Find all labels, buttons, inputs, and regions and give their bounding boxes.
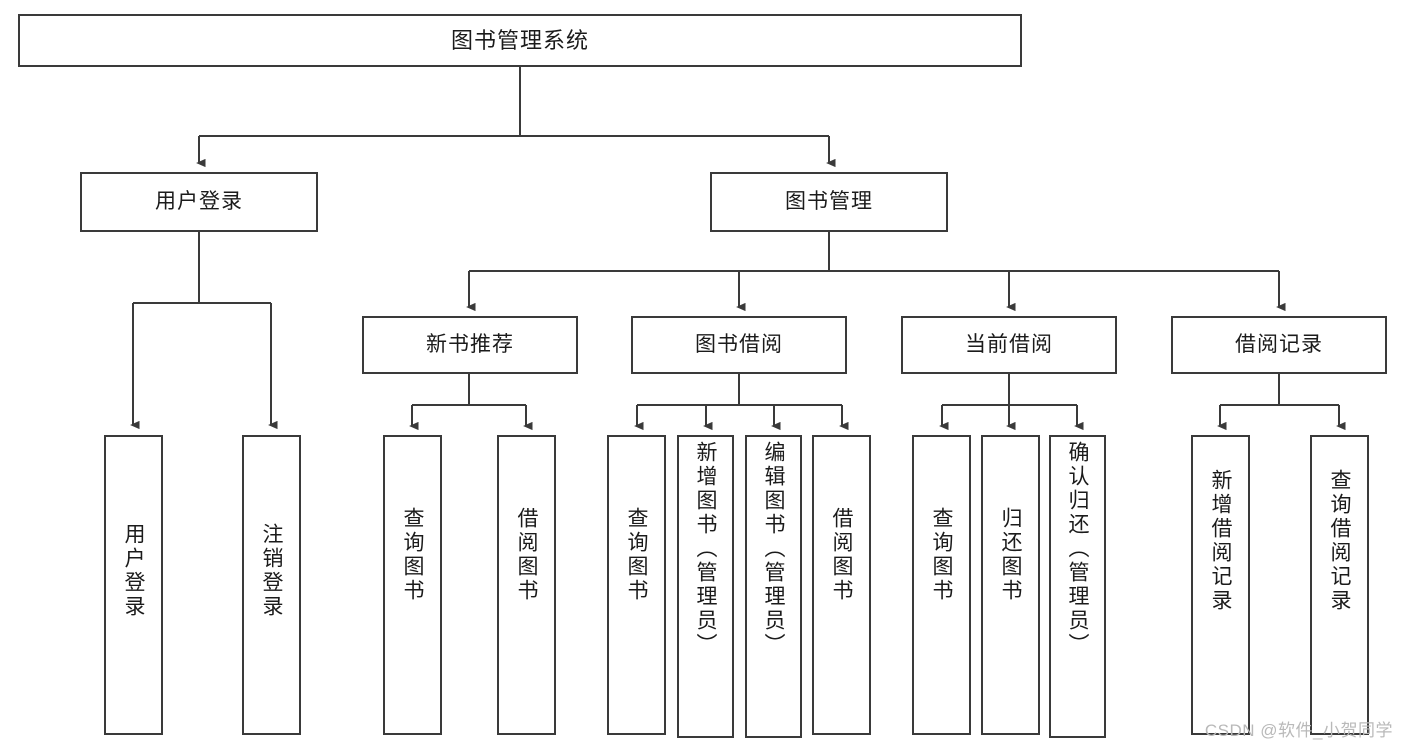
- node-label: 查询借阅记录: [1328, 469, 1351, 613]
- node-label: 查询图书: [930, 507, 953, 603]
- node-book-management[interactable]: 图书管理: [710, 172, 948, 232]
- leaf-user-login-login[interactable]: 用户登录: [104, 435, 163, 735]
- node-borrowing-records[interactable]: 借阅记录: [1171, 316, 1387, 374]
- node-root-book-management-system[interactable]: 图书管理系统: [18, 14, 1022, 67]
- leaf-book-borrow-query-books[interactable]: 查询图书: [607, 435, 666, 735]
- node-label: 新增借阅记录: [1209, 469, 1232, 613]
- node-book-borrowing[interactable]: 图书借阅: [631, 316, 847, 374]
- leaf-current-borrow-return-books[interactable]: 归还图书: [981, 435, 1040, 735]
- node-label: 查询图书: [625, 507, 648, 603]
- leaf-current-borrow-confirm-return-admin[interactable]: 确认归还（管理员）: [1049, 435, 1106, 738]
- leaf-book-borrow-add-book-admin[interactable]: 新增图书（管理员）: [677, 435, 734, 738]
- node-label: 归还图书: [999, 507, 1022, 603]
- leaf-borrow-records-query-record[interactable]: 查询借阅记录: [1310, 435, 1369, 735]
- leaf-book-borrow-edit-book-admin[interactable]: 编辑图书（管理员）: [745, 435, 802, 738]
- node-label: 当前借阅: [965, 332, 1053, 356]
- node-label: 图书借阅: [695, 332, 783, 356]
- csdn-watermark: CSDN @软件_小贺同学: [1204, 721, 1393, 740]
- leaf-new-book-query-books[interactable]: 查询图书: [383, 435, 442, 735]
- node-label: 查询图书: [401, 507, 424, 603]
- leaf-borrow-records-add-record[interactable]: 新增借阅记录: [1191, 435, 1250, 735]
- node-label: 借阅图书: [515, 507, 538, 603]
- node-label: 图书管理: [785, 189, 873, 213]
- node-current-borrowing[interactable]: 当前借阅: [901, 316, 1117, 374]
- node-label: 用户登录: [122, 523, 145, 619]
- node-label: 借阅记录: [1235, 332, 1323, 356]
- node-label: 用户登录: [155, 189, 243, 213]
- node-label: 新书推荐: [426, 332, 514, 356]
- node-label: 确认归还（管理员）: [1066, 441, 1089, 657]
- leaf-user-login-logout[interactable]: 注销登录: [242, 435, 301, 735]
- node-label: 编辑图书（管理员）: [762, 441, 785, 657]
- node-label: 新增图书（管理员）: [694, 441, 717, 657]
- node-new-book-recommendation[interactable]: 新书推荐: [362, 316, 578, 374]
- leaf-new-book-borrow-books[interactable]: 借阅图书: [497, 435, 556, 735]
- leaf-book-borrow-borrow-books[interactable]: 借阅图书: [812, 435, 871, 735]
- node-label: 图书管理系统: [450, 27, 589, 53]
- leaf-current-borrow-query-books[interactable]: 查询图书: [912, 435, 971, 735]
- node-label: 注销登录: [260, 523, 283, 619]
- node-label: 借阅图书: [830, 507, 853, 603]
- node-user-login[interactable]: 用户登录: [80, 172, 318, 232]
